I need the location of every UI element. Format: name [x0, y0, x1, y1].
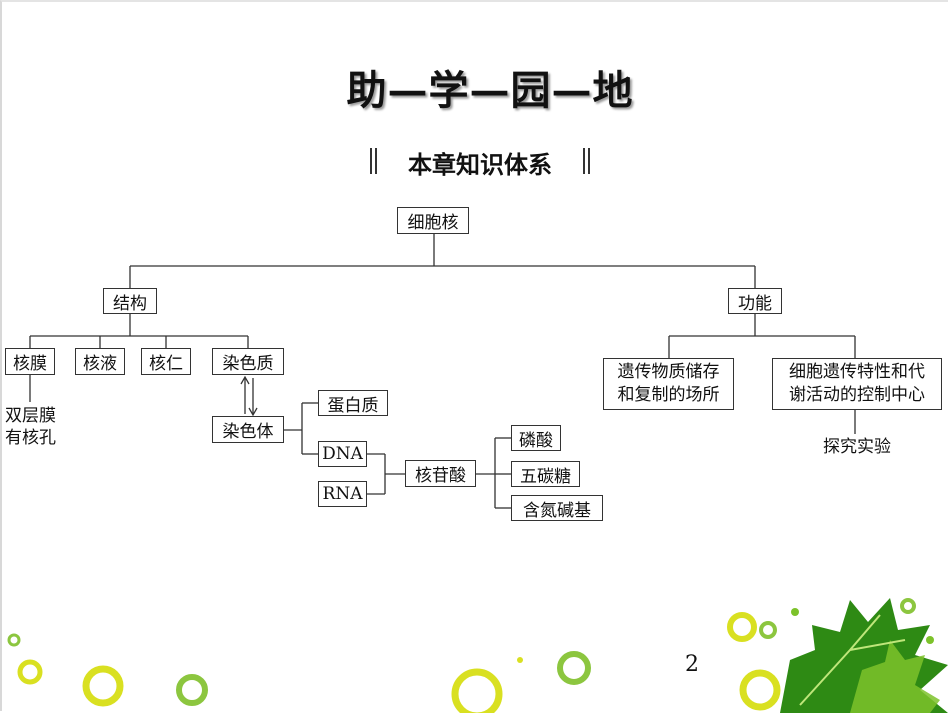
function-storage-line1: 遗传物质储存 [617, 362, 720, 382]
node-chromatin: 染色质 [212, 348, 284, 375]
ring-decoration [557, 651, 591, 685]
subtitle-bar-right [583, 148, 590, 174]
page-title: 助—学—园—地 [346, 67, 634, 114]
node-nucleoplasm: 核液 [75, 348, 125, 375]
node-dna: DNA [318, 441, 367, 467]
function-control-line1: 细胞遗传特性和代 [789, 362, 925, 382]
leaf-vein [799, 614, 906, 706]
leaf-decoration [780, 598, 948, 713]
decorative-rings [7, 598, 934, 713]
ring-decoration [82, 665, 124, 707]
dot-decoration [791, 608, 799, 616]
node-function: 功能 [728, 288, 782, 314]
ring-decoration [727, 612, 757, 642]
node-cell-nucleus: 细胞核 [397, 207, 469, 234]
ring-decoration [17, 659, 43, 685]
node-nuclear-membrane: 核膜 [5, 348, 55, 375]
node-chromosome: 染色体 [212, 416, 284, 443]
node-rna: RNA [318, 481, 367, 507]
node-structure: 结构 [103, 288, 157, 314]
section-subtitle: 本章知识体系 [360, 143, 600, 179]
dot-decoration [926, 636, 934, 644]
subtitle-text: 本章知识体系 [408, 151, 552, 179]
membrane-note-line1: 双层膜 [5, 406, 56, 426]
node-function-control: 细胞遗传特性和代 谢活动的控制中心 [772, 358, 942, 410]
ring-decoration [451, 668, 503, 713]
node-function-storage: 遗传物质储存 和复制的场所 [603, 358, 734, 410]
node-protein: 蛋白质 [318, 390, 388, 416]
ring-decoration [739, 669, 781, 711]
ring-decoration [759, 621, 777, 639]
subtitle-bar-left [370, 148, 377, 174]
page-number: 2 [685, 652, 699, 677]
function-control-line2: 谢活动的控制中心 [789, 385, 925, 405]
experiment-label: 探究实验 [823, 437, 891, 457]
node-pentose: 五碳糖 [511, 461, 580, 487]
node-phosphate: 磷酸 [511, 425, 561, 451]
node-nucleolus: 核仁 [141, 348, 191, 375]
ring-decoration [7, 633, 21, 647]
dot-decoration [517, 657, 523, 663]
membrane-note-line2: 有核孔 [5, 428, 56, 448]
function-storage-line2: 和复制的场所 [617, 385, 720, 405]
leaf-shape [850, 640, 940, 713]
node-nucleotide: 核苷酸 [405, 460, 476, 487]
ring-decoration [176, 674, 208, 706]
arrow-head [240, 375, 250, 385]
ring-decoration [900, 598, 916, 614]
node-nitrogenous-base: 含氮碱基 [511, 495, 603, 521]
arrow-head [248, 407, 258, 417]
